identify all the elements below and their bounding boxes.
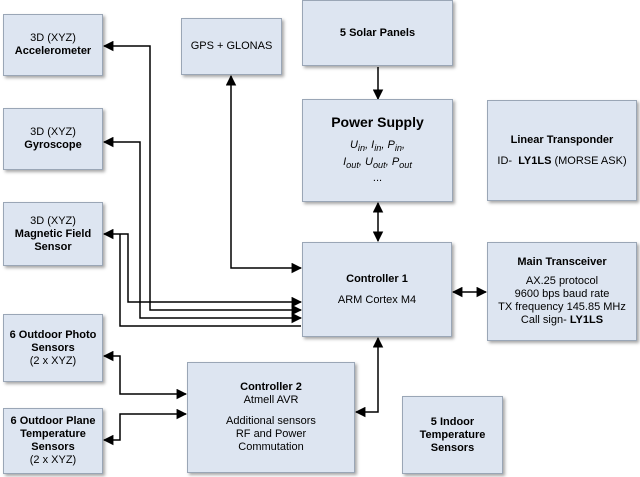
accelerometer-line2: Accelerometer <box>14 45 92 57</box>
indoor-line3: Sensors <box>430 441 475 454</box>
arrow-gyroscope-controller1 <box>102 136 303 324</box>
photo-line2: Sensors <box>31 341 75 354</box>
arrow-planetemp-controller2 <box>102 408 188 446</box>
transponder-id: ID- LY1LS (MORSE ASK) <box>497 154 627 167</box>
magnetic-box: 3D (XYZ) Magnetic Field Sensor <box>3 202 103 266</box>
transceiver-line1: AX.25 protocol <box>525 275 599 287</box>
plane-temp-line2: Temperature <box>20 428 86 440</box>
transponder-box: Linear Transponder ID- LY1LS (MORSE ASK) <box>487 100 637 201</box>
indoor-line1: 5 Indoor <box>430 415 475 428</box>
arrow-magnetic-controller1 <box>102 228 303 308</box>
photo-line1: 6 Outdoor Photo <box>9 328 97 341</box>
controller1-box: Controller 1 ARM Cortex M4 <box>302 242 452 337</box>
plane-temp-box: 6 Outdoor Plane Temperature Sensors (2 x… <box>3 408 103 474</box>
transceiver-title: Main Transceiver <box>517 256 607 268</box>
power-supply-box: Power Supply Uin, Iin, Pin, Iout, Uout, … <box>302 99 453 202</box>
controller2-subtitle: Atmell AVR <box>243 394 299 406</box>
solar-box: 5 Solar Panels <box>302 0 453 66</box>
gyroscope-box: 3D (XYZ) Gyroscope <box>3 108 103 170</box>
transceiver-line3: TX frequency 145.85 MHz <box>498 301 626 313</box>
transceiver-box: Main Transceiver AX.25 protocol 9600 bps… <box>487 242 637 341</box>
indoor-line2: Temperature <box>419 428 486 441</box>
power-title: Power Supply <box>331 114 424 131</box>
photo-line3: (2 x XYZ) <box>29 354 77 367</box>
gps-box: GPS + GLONAS <box>181 18 282 75</box>
indoor-temp-box: 5 Indoor Temperature Sensors <box>402 396 503 474</box>
transponder-title: Linear Transponder <box>510 133 614 146</box>
controller2-box: Controller 2 Atmell AVR Additional senso… <box>187 362 355 473</box>
power-formula-line1: Uin, Iin, Pin, <box>349 139 406 154</box>
controller2-line2: RF and Power <box>235 428 307 440</box>
arrow-accelerometer-controller1 <box>102 40 303 316</box>
accelerometer-line1: 3D (XYZ) <box>30 32 76 44</box>
arrow-photo-controller2 <box>102 350 188 400</box>
controller1-subtitle: ARM Cortex M4 <box>337 293 417 306</box>
accelerometer-box: 3D (XYZ) Accelerometer <box>3 14 103 76</box>
power-ellipsis: ... <box>372 171 383 184</box>
gyroscope-line1: 3D (XYZ) <box>30 126 76 138</box>
gyroscope-line2: Gyroscope <box>24 139 82 151</box>
plane-temp-line4: (2 x XYZ) <box>29 454 77 466</box>
transceiver-callsign: Call sign- LY1LS <box>520 314 604 326</box>
plane-temp-line3: Sensors <box>31 441 75 453</box>
gps-label: GPS + GLONAS <box>190 40 273 52</box>
controller2-line3: Commutation <box>238 441 304 453</box>
controller2-title: Controller 2 <box>240 381 302 393</box>
solar-label: 5 Solar Panels <box>339 26 416 39</box>
plane-temp-line1: 6 Outdoor Plane <box>10 415 96 427</box>
photo-box: 6 Outdoor Photo Sensors (2 x XYZ) <box>3 314 103 382</box>
power-formula-line2: Iout, Uout, Pout <box>343 155 412 170</box>
magnetic-line2: Magnetic Field <box>14 227 92 240</box>
arrow-gps-controller1 <box>225 74 303 274</box>
magnetic-line3: Sensor <box>34 240 72 253</box>
controller2-line1: Additional sensors <box>226 415 316 427</box>
controller1-title: Controller 1 <box>346 272 408 285</box>
magnetic-line1: 3D (XYZ) <box>30 214 76 227</box>
line-controller1-lower <box>119 234 301 327</box>
arrow-controller1-controller2 <box>354 336 384 418</box>
transceiver-line2: 9600 bps baud rate <box>514 288 610 300</box>
